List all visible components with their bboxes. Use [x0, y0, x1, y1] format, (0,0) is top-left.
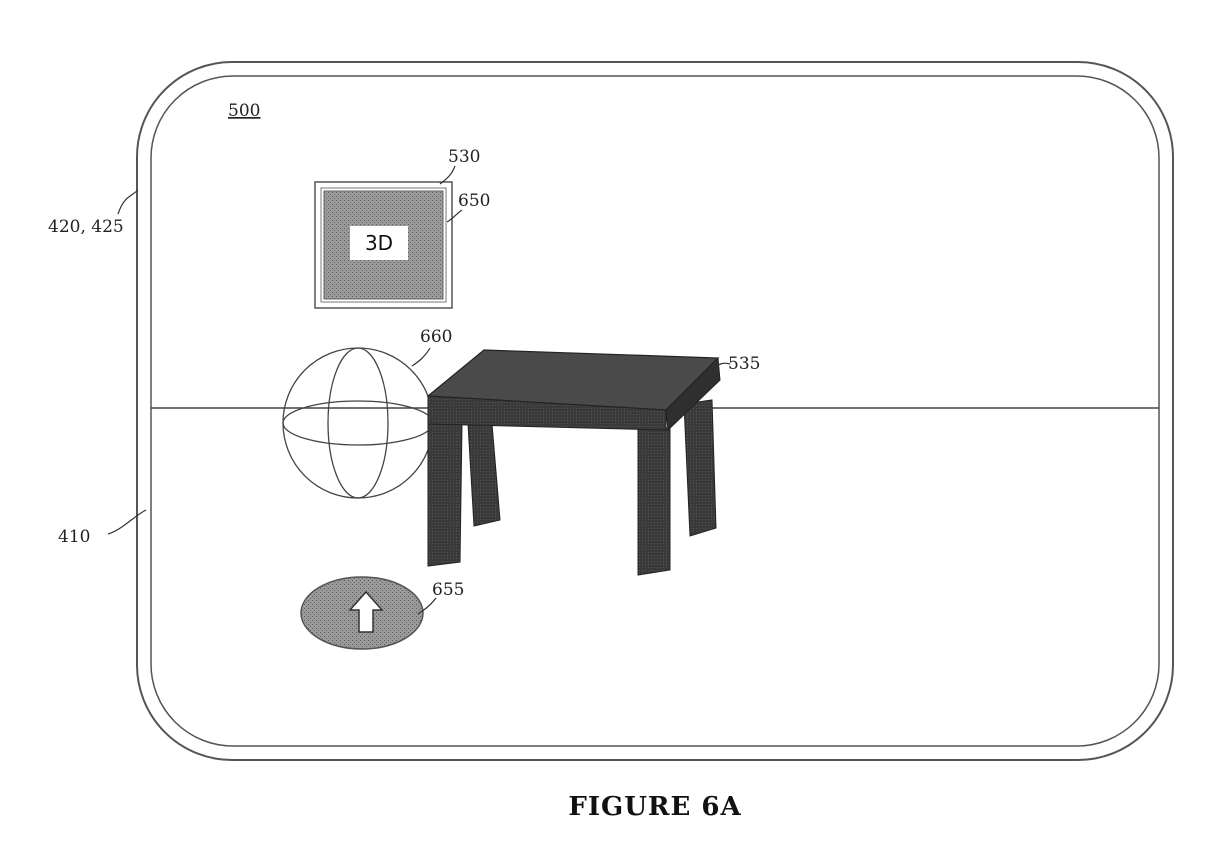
label-thumbnail-frame: 650 [458, 191, 490, 211]
table-apron-side [665, 356, 721, 432]
leader-thumbnail [439, 165, 456, 185]
thumbnail-text: 3D [365, 231, 393, 255]
leader-virtual-object [715, 362, 731, 367]
figure-caption: FIGURE 6A [568, 792, 741, 822]
label-view: 500 [228, 101, 260, 121]
up-arrow-icon [348, 590, 384, 633]
device-frame-outer [136, 61, 1174, 761]
leader-device-frame [117, 189, 139, 215]
rotation-sphere-icon[interactable] [282, 347, 434, 499]
leader-thumbnail-frame [446, 209, 463, 223]
table-apron-front [427, 395, 667, 431]
table-leg-front-left [427, 421, 463, 567]
thumbnail-3d[interactable]: 3D [314, 181, 453, 309]
table-leg-front-right [637, 427, 671, 576]
thumbnail-frame-inner [320, 187, 447, 303]
label-move-control: 655 [432, 580, 464, 600]
label-device-frame: 420, 425 [48, 217, 124, 237]
leader-move-control [417, 597, 437, 615]
thumbnail-text-box [350, 226, 408, 260]
table-icon[interactable] [426, 349, 721, 576]
leader-display [107, 509, 147, 535]
table-leg-back-left [467, 423, 501, 527]
move-control-button[interactable] [300, 576, 424, 650]
table-leg-back-right [683, 399, 717, 537]
label-thumbnail: 530 [448, 147, 480, 167]
label-virtual-object: 535 [728, 354, 760, 374]
label-rotation: 660 [420, 327, 452, 347]
label-display: 410 [58, 527, 90, 547]
device-frame-inner [150, 75, 1160, 747]
leader-rotation [411, 347, 431, 367]
